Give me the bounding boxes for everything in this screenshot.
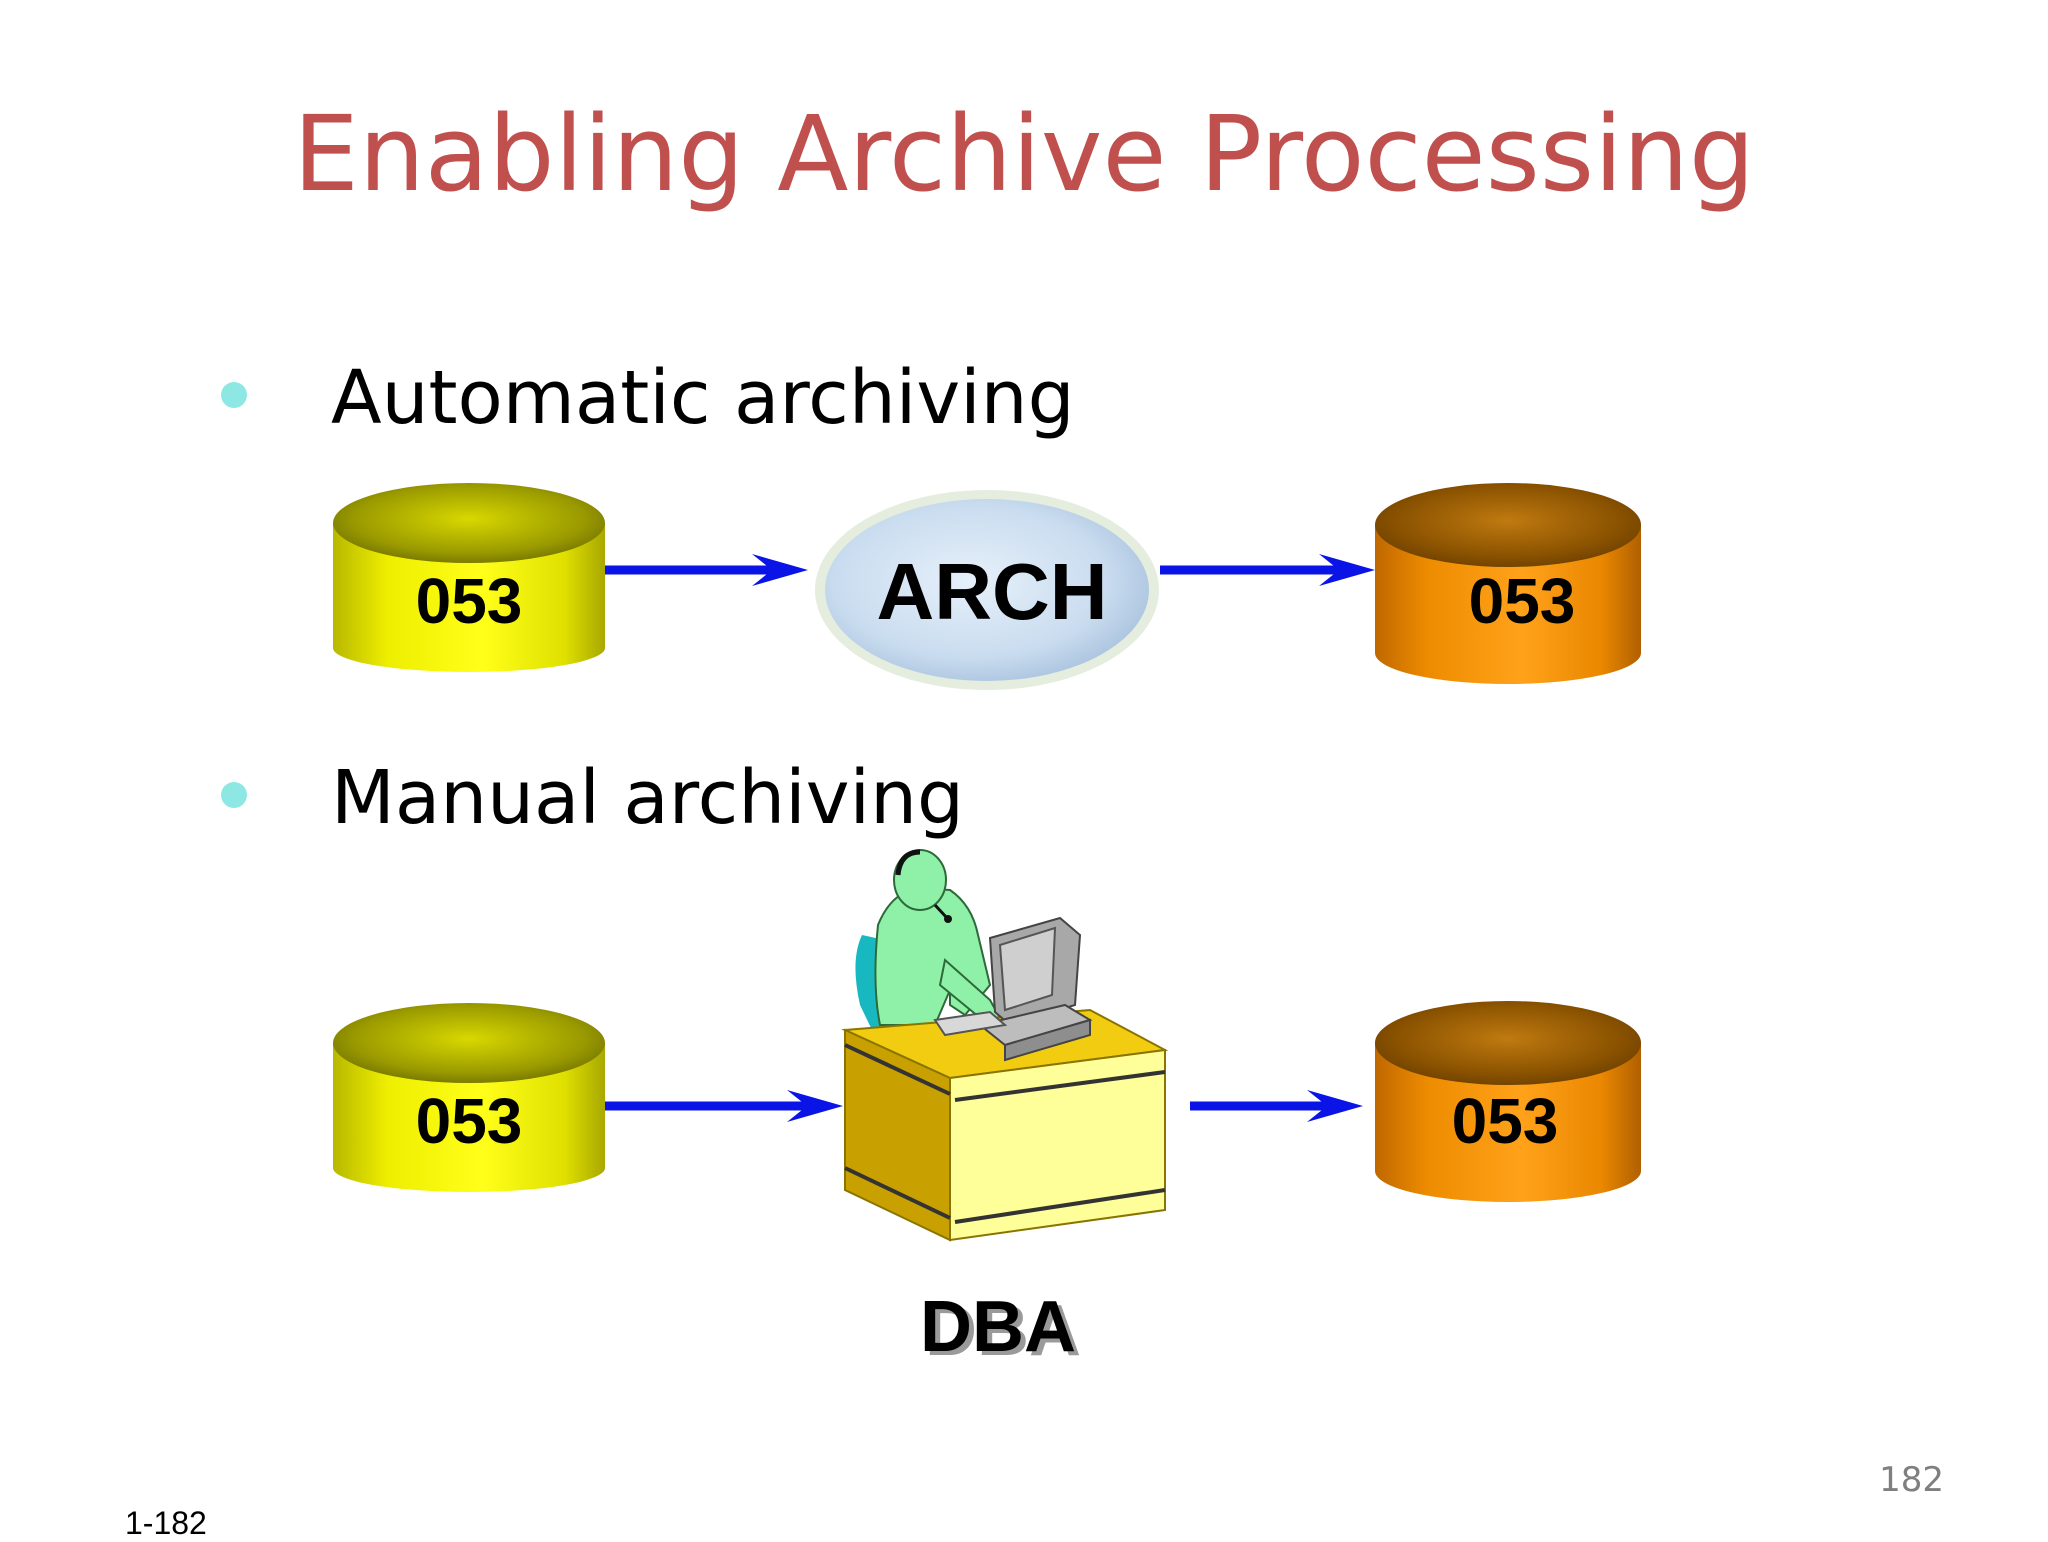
arch-process-ellipse: ARCH: [815, 490, 1159, 690]
dba-label-shadow: DBA: [925, 1291, 1081, 1371]
arrow-to-dba: [605, 1090, 843, 1122]
slide-title: Enabling Archive Processing: [293, 93, 1755, 215]
page-number: 182: [1879, 1460, 1944, 1500]
arrow-to-archived-log-auto: [1160, 554, 1375, 586]
arch-process-label: ARCH: [876, 547, 1107, 636]
arrow-to-archived-log-manual: [1190, 1090, 1363, 1122]
online-log-label-manual: 053: [416, 1085, 523, 1157]
slide-reference: 1-182: [125, 1505, 207, 1541]
archived-log-cylinder-manual: 053: [1375, 1001, 1641, 1202]
online-log-label-auto: 053: [416, 565, 523, 637]
online-redo-log-cylinder-manual: 053: [333, 1003, 605, 1192]
bullet-manual-archiving: Manual archiving: [331, 755, 964, 841]
bullet-automatic-archiving: Automatic archiving: [331, 355, 1075, 441]
archived-log-label-auto: 053: [1469, 565, 1576, 637]
archived-log-label-manual: 053: [1452, 1085, 1559, 1157]
arrow-to-arch-process: [605, 554, 808, 586]
online-redo-log-cylinder-auto: 053: [333, 483, 605, 672]
archived-log-cylinder-auto: 053: [1375, 483, 1641, 684]
dba-at-desk-icon: [841, 849, 1169, 1242]
bullet-dot-automatic: [221, 382, 247, 408]
dba-label: DBA: [920, 1287, 1076, 1367]
bullet-dot-manual: [221, 782, 247, 808]
